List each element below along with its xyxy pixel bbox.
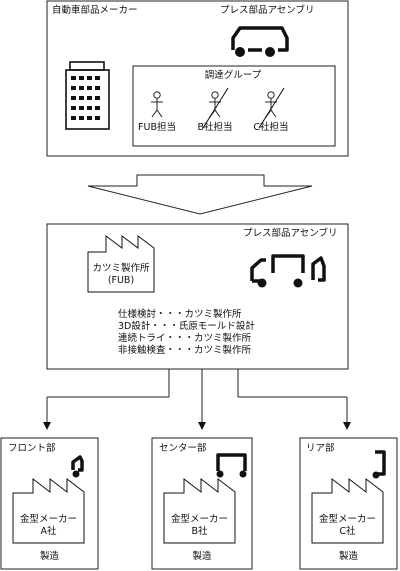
task-line-2: 3D設計・・・氏原モールド設計 xyxy=(118,321,255,332)
big-down-arrow xyxy=(87,174,313,215)
rear-footer: 製造 xyxy=(338,551,358,562)
procurement-group-box xyxy=(132,65,336,147)
center-box-title: センター部 xyxy=(159,443,207,454)
front-maker-line1: 金型メーカー xyxy=(19,514,77,525)
task-line-4: 非接触検査・・・カツミ製作所 xyxy=(118,345,252,356)
factory-icon-a xyxy=(12,477,85,544)
center-maker-line1: 金型メーカー xyxy=(170,514,228,525)
middle-assembly-label: プレス部品アセンブリ xyxy=(243,228,338,239)
member-label-fub: FUB担当 xyxy=(138,122,176,133)
factory-icon-b xyxy=(163,477,236,544)
building-icon xyxy=(65,61,110,130)
person-icon-c xyxy=(258,87,285,129)
front-part-icon xyxy=(71,455,84,472)
center-maker-line2: B社 xyxy=(191,526,208,537)
rear-part-wheel xyxy=(372,471,380,479)
member-label-c: C社担当 xyxy=(253,122,289,133)
task-line-1: 仕様検討・・・カツミ製作所 xyxy=(118,309,242,320)
connector-lines xyxy=(43,369,351,430)
middle-box xyxy=(46,223,349,370)
top-assembly-label: プレス部品アセンブリ xyxy=(220,5,315,16)
front-box-title: フロント部 xyxy=(8,443,56,454)
person-icon-b xyxy=(202,87,229,129)
center-part-wheel-right xyxy=(239,470,247,478)
factory-label-line2: (FUB) xyxy=(107,275,135,286)
task-line-3: 連続トライ・・・カツミ製作所 xyxy=(118,333,252,344)
procurement-group-title: 調達グループ xyxy=(204,70,262,81)
car-icon xyxy=(231,26,289,57)
rear-box-title: リア部 xyxy=(306,443,335,454)
top-box-title: 自動車部品メーカー xyxy=(52,5,138,16)
center-footer: 製造 xyxy=(192,551,212,562)
factory-icon xyxy=(87,235,155,293)
car-parts-icon xyxy=(250,254,326,288)
person-icon-fub xyxy=(151,91,163,118)
front-part-wheel xyxy=(72,470,80,478)
front-footer: 製造 xyxy=(39,551,59,562)
rear-maker-line2: C社 xyxy=(339,526,356,537)
member-label-b: B社担当 xyxy=(197,122,233,133)
front-maker-line2: A社 xyxy=(40,526,57,537)
center-part-wheel-left xyxy=(216,470,224,478)
factory-label-line1: カツミ製作所 xyxy=(92,263,150,274)
rear-maker-line1: 金型メーカー xyxy=(318,514,376,525)
factory-icon-c xyxy=(311,477,384,544)
rear-part-icon xyxy=(375,450,386,476)
center-part-icon xyxy=(216,453,247,471)
